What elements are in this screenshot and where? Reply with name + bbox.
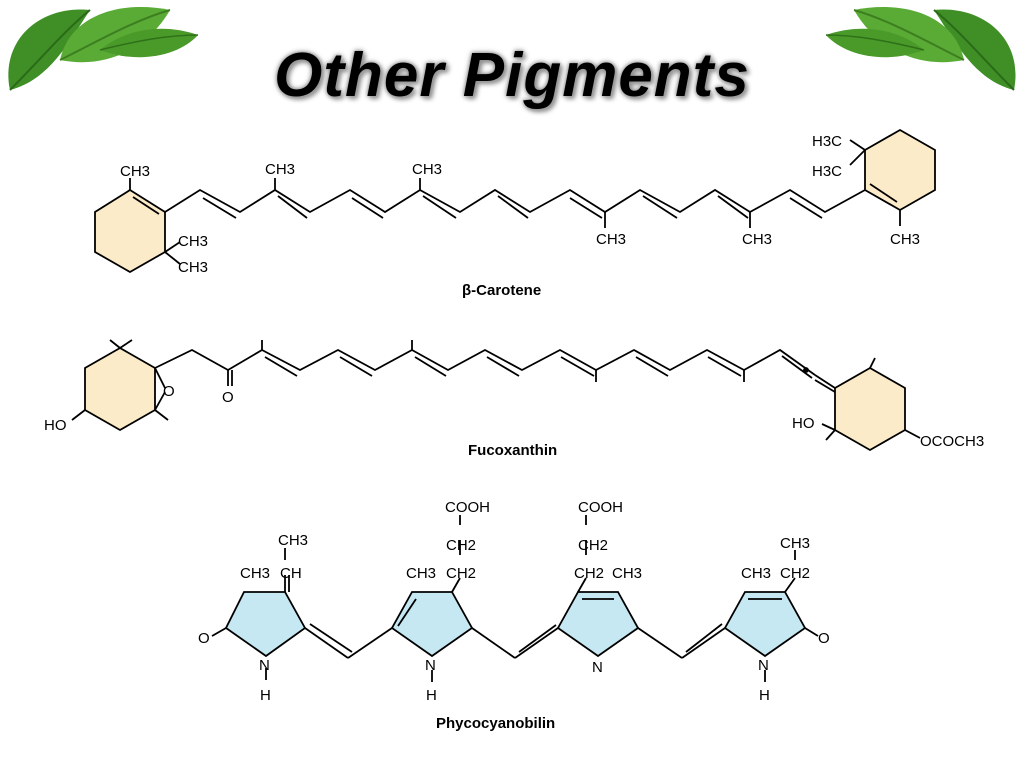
carotene-methyl-label: CH3 [596, 231, 626, 248]
fucoxanthin-label: O [222, 389, 234, 406]
molecule-name-beta-carotene: β-Carotene [462, 282, 541, 299]
fucoxanthin-structure [71, 339, 921, 452]
carotene-methyl-label: CH3 [178, 259, 208, 276]
beta-carotene-structure [94, 128, 936, 274]
carotene-methyl-label: CH3 [178, 233, 208, 250]
molecule-name-fucoxanthin: Fucoxanthin [468, 442, 557, 459]
slide-title: Other Pigments [274, 41, 750, 110]
carotene-methyl-label: CH3 [742, 231, 772, 248]
fucoxanthin-label: OCOCH3 [920, 433, 984, 450]
leaf-decoration-right-icon [825, 7, 1016, 91]
carotene-methyl-label: H3C [812, 133, 842, 150]
phycocyanobilin-label: CH3 [278, 532, 308, 549]
phycocyanobilin-label: CH3 [406, 565, 436, 582]
phycocyanobilin-label: CH [280, 565, 302, 582]
phycocyanobilin-label: H [426, 687, 437, 704]
phycocyanobilin-label: CH2 [446, 537, 476, 554]
phycocyanobilin-label: CH2 [578, 537, 608, 554]
phycocyanobilin-label: COOH [578, 499, 623, 516]
phycocyanobilin-label: H [759, 687, 770, 704]
phycocyanobilin-label: O [818, 630, 830, 647]
carotene-methyl-label: CH3 [265, 161, 295, 178]
phycocyanobilin-structure [211, 515, 819, 682]
carotene-methyl-label: CH3 [120, 163, 150, 180]
leaf-decoration-left-icon [8, 7, 199, 91]
phycocyanobilin-label: CH3 [240, 565, 270, 582]
phycocyanobilin-label: CH2 [446, 565, 476, 582]
phycocyanobilin-label: H [260, 687, 271, 704]
carotene-methyl-label: CH3 [412, 161, 442, 178]
fucoxanthin-label: HO [792, 415, 815, 432]
phycocyanobilin-label: N [259, 657, 270, 674]
phycocyanobilin-label: N [758, 657, 769, 674]
phycocyanobilin-label: COOH [445, 499, 490, 516]
fucoxanthin-label: HO [44, 417, 67, 434]
phycocyanobilin-label: CH3 [612, 565, 642, 582]
molecule-name-phycocyanobilin: Phycocyanobilin [436, 715, 555, 732]
carotene-methyl-label: CH3 [890, 231, 920, 248]
phycocyanobilin-label: CH3 [741, 565, 771, 582]
carotene-methyl-label: H3C [812, 163, 842, 180]
phycocyanobilin-label: CH3 [780, 535, 810, 552]
phycocyanobilin-label: N [592, 659, 603, 676]
phycocyanobilin-label: O [198, 630, 210, 647]
phycocyanobilin-label: CH2 [574, 565, 604, 582]
phycocyanobilin-label: CH2 [780, 565, 810, 582]
fucoxanthin-label: O [163, 383, 175, 400]
phycocyanobilin-label: N [425, 657, 436, 674]
